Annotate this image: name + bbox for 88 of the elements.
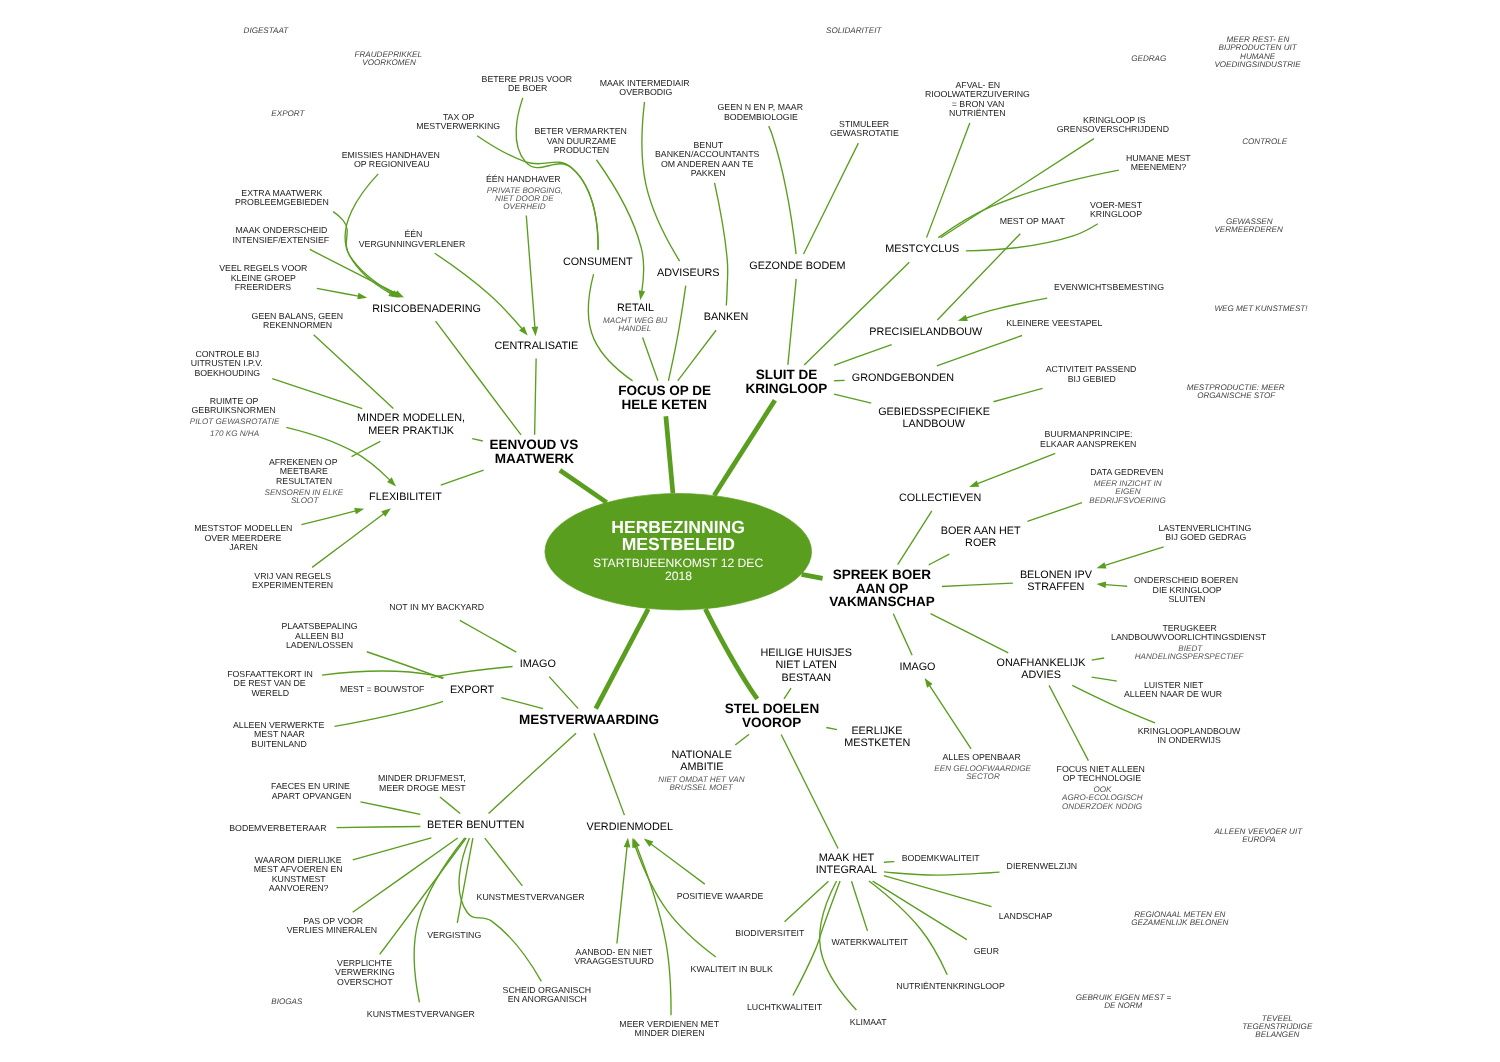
connector [499, 697, 543, 710]
connector [433, 320, 521, 436]
connector [1070, 684, 1155, 724]
arrow [524, 214, 538, 337]
connector [377, 837, 466, 956]
arrow [923, 677, 971, 750]
connector [349, 440, 380, 458]
connector [867, 880, 947, 976]
arrow [1095, 581, 1127, 588]
connector [532, 357, 536, 436]
connector [896, 510, 932, 566]
connector [351, 837, 458, 913]
connector [882, 860, 895, 863]
connector [1089, 657, 1104, 661]
arrow [642, 838, 705, 885]
connector [940, 582, 1013, 588]
connector [365, 651, 443, 680]
arrow [433, 252, 527, 336]
connector [358, 801, 420, 815]
arrow [594, 159, 645, 301]
connector [782, 687, 791, 700]
arrow [284, 426, 396, 487]
connector [832, 343, 892, 367]
connector [928, 613, 1008, 654]
connector [334, 825, 420, 829]
connector [439, 469, 484, 486]
connector [849, 880, 868, 932]
connector [640, 101, 680, 262]
connector [712, 182, 728, 307]
arrow [956, 297, 1047, 321]
connector [711, 398, 776, 497]
connector [779, 733, 838, 850]
connector [592, 732, 625, 816]
connector [412, 837, 465, 1003]
connector [791, 880, 840, 997]
connector [832, 393, 871, 404]
connector [882, 874, 992, 908]
connector [927, 553, 949, 566]
connector [547, 675, 578, 710]
connector [483, 837, 522, 887]
connector [676, 329, 716, 382]
connector [782, 880, 829, 923]
connector [767, 125, 796, 255]
connector [311, 334, 394, 410]
connector [733, 733, 749, 746]
arrow [310, 508, 390, 569]
arrow [968, 452, 1055, 487]
connector [939, 137, 1094, 239]
connector [1025, 501, 1082, 523]
connector [557, 468, 607, 505]
connector [818, 880, 857, 1011]
connector [802, 261, 909, 366]
connector [666, 284, 686, 382]
connector [935, 233, 1020, 321]
connector [870, 880, 967, 941]
connector [924, 122, 970, 239]
connector [662, 416, 675, 494]
connector [702, 607, 759, 701]
arrow [299, 507, 364, 526]
connector [332, 700, 443, 728]
arrow [615, 837, 630, 945]
connector [270, 377, 362, 410]
connector [592, 607, 650, 710]
connector [486, 732, 576, 815]
connector [320, 670, 444, 679]
connector [964, 223, 1098, 252]
connector [1047, 684, 1089, 762]
connector [935, 334, 1022, 367]
connector [882, 871, 1000, 876]
connector [455, 837, 473, 924]
connector [800, 572, 822, 581]
connector [351, 837, 431, 861]
connector [457, 837, 542, 982]
arrow [315, 287, 367, 300]
arrow [1095, 546, 1164, 569]
connector [429, 665, 513, 679]
connector [470, 437, 483, 442]
connector [1090, 676, 1117, 682]
connector [640, 336, 658, 382]
connector [586, 273, 633, 382]
connector [991, 387, 1043, 403]
connector [458, 619, 516, 653]
connector [936, 169, 1119, 239]
connector [891, 613, 912, 656]
connector [786, 278, 796, 366]
connector [824, 726, 837, 731]
connector [801, 142, 859, 255]
connector [438, 796, 460, 815]
